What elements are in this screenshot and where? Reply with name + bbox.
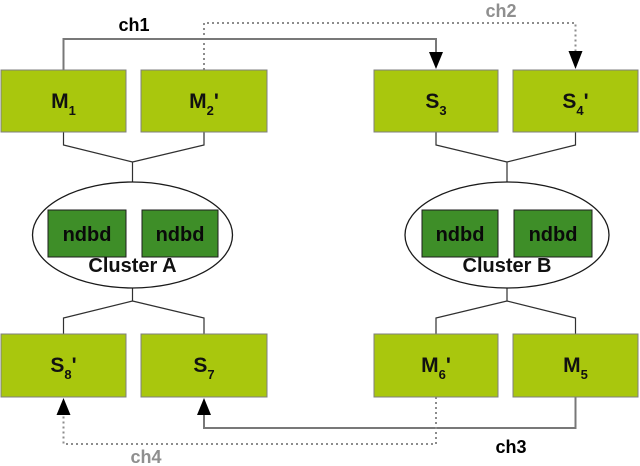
cluster-b-label: Cluster B (463, 255, 552, 277)
ch3-arrow-up-icon (197, 398, 211, 415)
sql-node-box (140, 333, 268, 398)
channel-ch4: ch4 (56, 397, 437, 466)
sql-node-label: S3 (425, 90, 446, 118)
sql-node-m2-prime: M2' (140, 69, 268, 133)
cluster-a-label: Cluster A (88, 255, 176, 277)
ch3-line (203, 397, 577, 429)
sql-node-box (0, 69, 127, 133)
sql-node-label: M5 (563, 354, 588, 382)
ch4-arrow-up-icon (56, 398, 71, 415)
ch1-arrow-down-icon (429, 52, 443, 69)
sql-node-box (0, 333, 127, 398)
sql-node-box (140, 69, 268, 133)
sql-node-box (512, 69, 639, 133)
cluster-b: ndbd ndbd Cluster B (404, 181, 610, 289)
sql-node-label: S7 (193, 354, 214, 382)
sql-node-s4-prime: S4' (512, 69, 639, 133)
sql-node-box (373, 333, 499, 398)
sql-node-s7: S7 (140, 333, 268, 398)
fork-bottom-left (62, 288, 205, 334)
channel-ch2: ch2 (203, 1, 583, 70)
fork-top-left (62, 132, 205, 182)
channel-ch1: ch1 (62, 15, 443, 70)
sql-node-m1: M1 (0, 69, 127, 133)
data-node-label: ndbd (63, 224, 112, 246)
sql-node-label: S8' (50, 354, 76, 382)
data-node-label: ndbd (156, 224, 205, 246)
data-node-box (47, 209, 127, 258)
data-node-label: ndbd (436, 224, 485, 246)
sql-node-s3: S3 (373, 69, 499, 133)
data-node-box (513, 209, 593, 258)
ch2-label: ch2 (485, 1, 516, 21)
sql-node-s8-prime: S8' (0, 333, 127, 398)
cluster-a: ndbd ndbd Cluster A (31, 181, 234, 289)
fork-bottom-right (435, 288, 577, 334)
sql-node-label: M6' (421, 354, 451, 382)
cluster-b-ellipse (404, 181, 610, 289)
ch4-label: ch4 (130, 447, 161, 466)
sql-node-label: M1 (51, 90, 76, 118)
channel-ch3: ch3 (197, 397, 577, 457)
sql-node-box (373, 69, 499, 133)
ch1-label: ch1 (118, 15, 149, 35)
ch3-label: ch3 (495, 437, 526, 457)
sql-node-m5: M5 (512, 333, 639, 398)
sql-node-box (512, 333, 639, 398)
data-node-box (141, 209, 219, 258)
fork-top-right (435, 132, 577, 182)
sql-node-label: M2' (189, 90, 219, 118)
sql-node-m6-prime: M6' (373, 333, 499, 398)
cluster-a-ellipse (31, 181, 234, 289)
data-node-label: ndbd (529, 224, 578, 246)
ch2-arrow-down-icon (568, 51, 583, 69)
data-node-box (421, 209, 499, 258)
sql-node-label: S4' (562, 90, 588, 118)
ch1-line (62, 38, 437, 70)
